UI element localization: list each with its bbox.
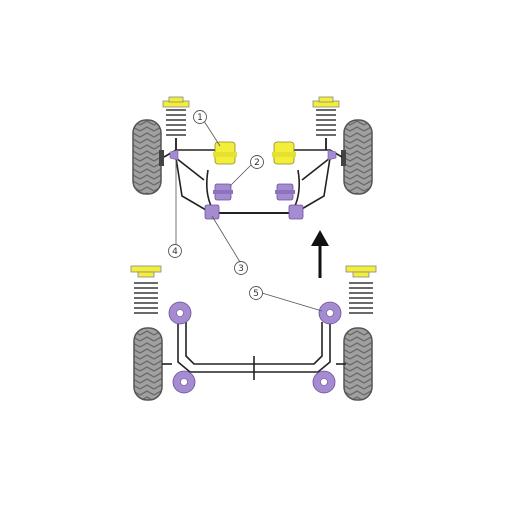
front-right-arm-pivot [327,149,337,161]
callout-4-label: 4 [172,247,178,257]
up-arrow-icon [311,230,329,278]
callout-3: 3 [234,261,248,275]
callout-5-label: 5 [253,289,259,299]
rear-right-wheel [343,327,373,401]
rear-left-front-bush [168,301,192,325]
callout-1-label: 1 [197,113,203,123]
rear-left-rear-bush [172,370,196,394]
leader-3 [211,215,241,263]
rear-left-spring [130,265,162,314]
callout-3-label: 3 [238,264,244,274]
leader-lines [175,120,323,312]
callout-4: 4 [168,244,182,258]
rear-beam [162,322,346,380]
front-right-spring [312,96,340,150]
front-right-wheel [341,119,373,195]
callout-5: 5 [249,286,263,300]
rear-right-rear-bush [312,370,336,394]
rear-left-wheel [133,327,163,401]
front-left-arb-bush [204,204,220,220]
front-left-yellow-bush [213,141,237,165]
front-left-arm-pivot [169,149,179,161]
front-right-arb-bush [288,204,304,220]
rear-right-front-bush [318,301,342,325]
callout-1: 1 [193,110,207,124]
leader-1 [203,120,221,147]
callout-2: 2 [250,155,264,169]
front-subframe [163,149,343,214]
leader-2 [229,163,253,187]
front-left-spring [162,96,190,150]
front-axle [132,96,373,220]
rear-axle [130,265,377,401]
callout-2-label: 2 [254,158,260,168]
front-left-wheel [132,119,164,195]
front-right-yellow-bush [272,141,296,165]
front-left-purple-bush [213,183,233,201]
front-right-purple-bush [275,183,295,201]
leader-5 [261,292,323,312]
rear-right-spring [345,265,377,314]
